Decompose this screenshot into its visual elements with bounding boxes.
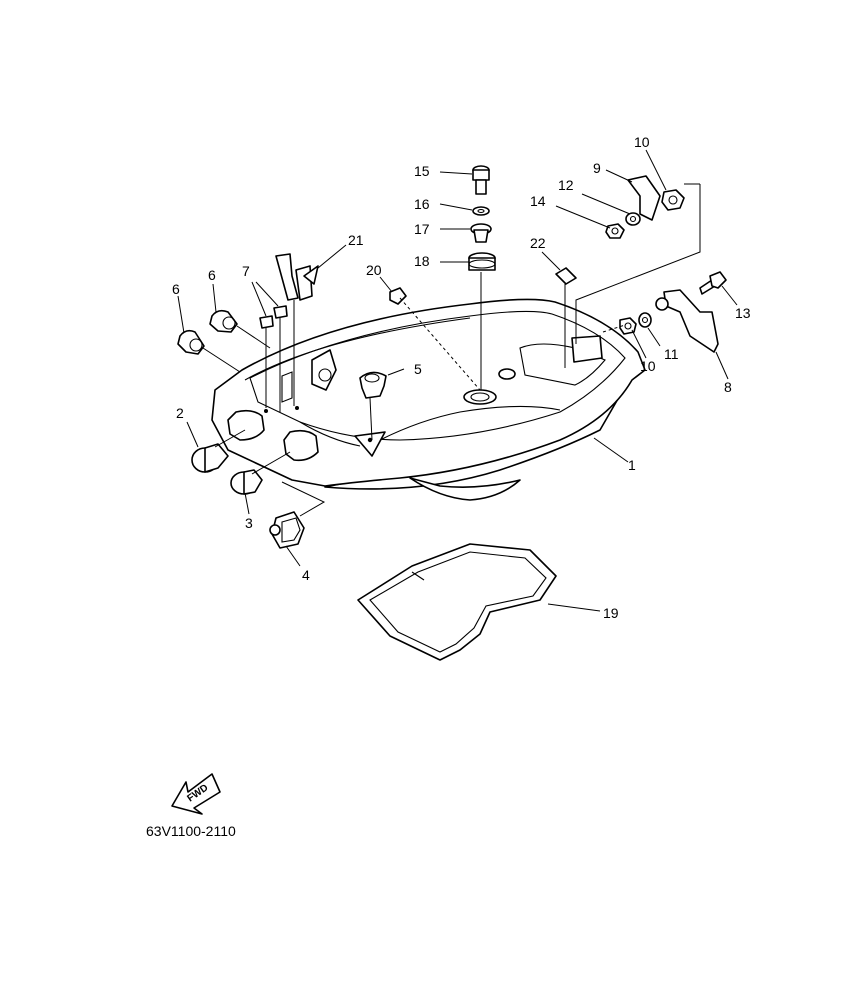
callout-8: 8 bbox=[724, 379, 732, 395]
callout-15: 15 bbox=[414, 163, 430, 179]
grommet-6-left bbox=[177, 329, 205, 355]
callout-2: 2 bbox=[176, 405, 184, 421]
callout-14: 14 bbox=[530, 193, 546, 209]
washer-11 bbox=[638, 312, 652, 328]
callout-21: 21 bbox=[348, 232, 364, 248]
callout-17: 17 bbox=[414, 221, 430, 237]
callout-4: 4 bbox=[302, 567, 310, 583]
callout-22: 22 bbox=[530, 235, 546, 251]
assembly-lines bbox=[399, 297, 626, 391]
callout-18: 18 bbox=[414, 253, 430, 269]
bottom-cowling bbox=[211, 298, 646, 501]
callout-9: 9 bbox=[593, 160, 601, 176]
fwd-arrow-icon: FWD bbox=[171, 773, 221, 815]
callout-13: 13 bbox=[735, 305, 751, 321]
callout-10-top: 10 bbox=[634, 134, 650, 150]
callout-5: 5 bbox=[414, 361, 422, 377]
callout-leaders bbox=[177, 149, 738, 612]
callout-3: 3 bbox=[245, 515, 253, 531]
assembly-solid-lines bbox=[202, 183, 701, 517]
callout-7: 7 bbox=[242, 263, 250, 279]
clip-5 bbox=[359, 371, 387, 399]
drawing-reference-number: 63V1100-2110 bbox=[146, 823, 236, 839]
plug-2 bbox=[191, 443, 229, 473]
grommet-18 bbox=[468, 252, 496, 271]
seal-4 bbox=[269, 511, 305, 549]
callout-11: 11 bbox=[664, 346, 679, 362]
lock-plate-9 bbox=[627, 175, 661, 221]
callout-20: 20 bbox=[366, 262, 382, 278]
bolt-13 bbox=[699, 271, 727, 295]
grommet-3 bbox=[230, 469, 263, 495]
gasket-19 bbox=[357, 543, 557, 661]
bolt-15 bbox=[472, 165, 490, 195]
callout-1: 1 bbox=[628, 457, 636, 473]
callout-numbers: 1 2 3 4 5 6 6 7 8 9 10 10 11 12 13 14 15… bbox=[172, 134, 751, 621]
callout-10-bottom: 10 bbox=[640, 358, 656, 374]
callout-19: 19 bbox=[603, 605, 619, 621]
callout-6-right: 6 bbox=[208, 267, 216, 283]
callout-16: 16 bbox=[414, 196, 430, 212]
bracket-8 bbox=[655, 289, 719, 353]
screws-7 bbox=[259, 305, 288, 329]
grommet-6-right bbox=[209, 309, 238, 333]
nut-14 bbox=[605, 223, 625, 239]
screw-20 bbox=[389, 287, 407, 305]
washer-16 bbox=[472, 206, 490, 216]
clip-21 bbox=[275, 253, 319, 301]
nut-10-top bbox=[661, 189, 685, 211]
washer-12 bbox=[625, 212, 641, 226]
label-22 bbox=[555, 267, 577, 285]
callout-6-left: 6 bbox=[172, 281, 180, 297]
collar-17 bbox=[470, 223, 492, 243]
callout-12: 12 bbox=[558, 177, 574, 193]
